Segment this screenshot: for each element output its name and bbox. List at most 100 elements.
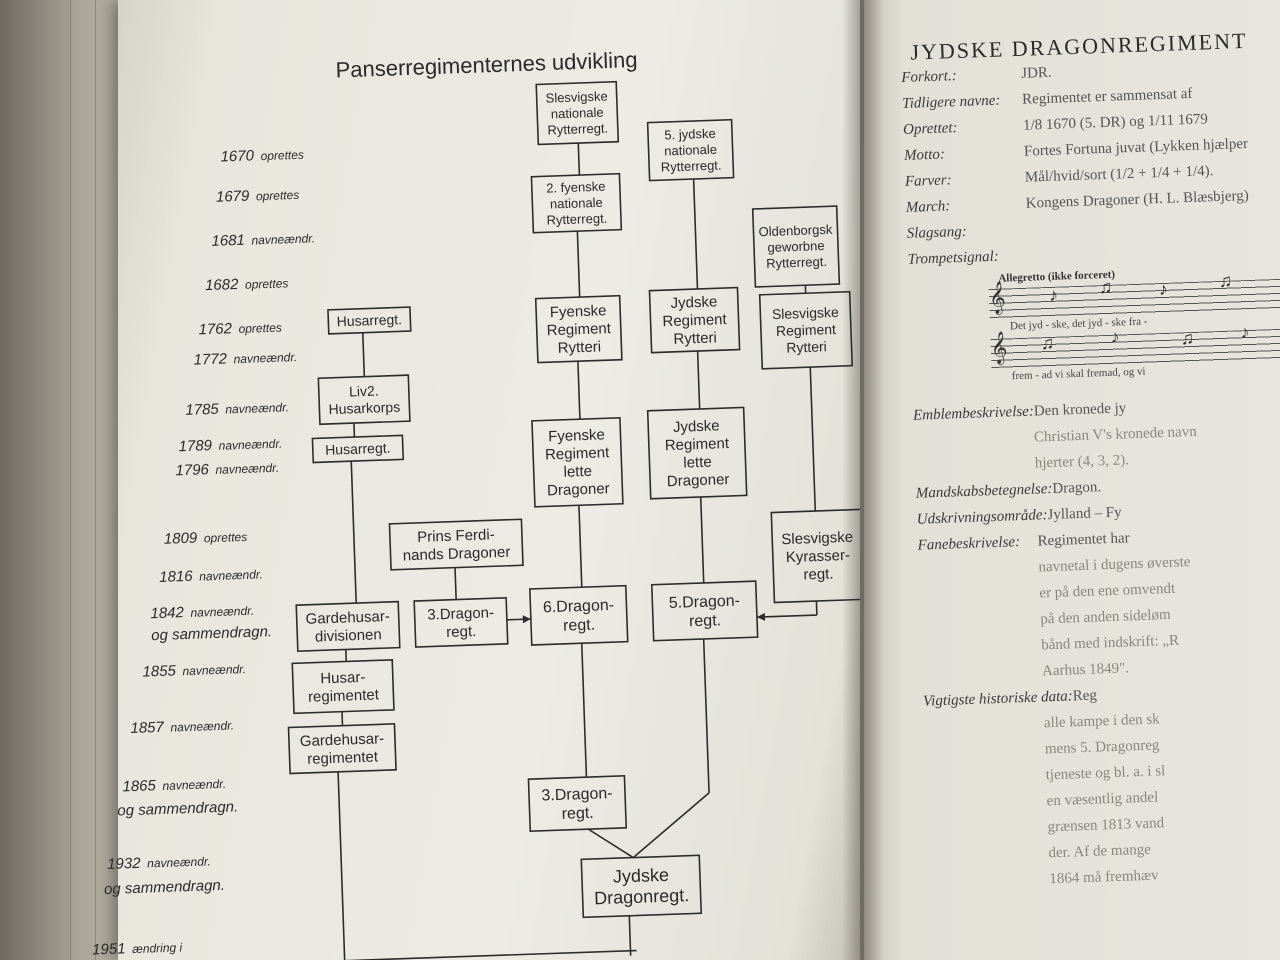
timeline-year: 1762 (198, 320, 233, 338)
regiment-box-label: Fyenske (548, 426, 605, 445)
regiment-box-label: nationale (551, 105, 604, 122)
regiment-box-frame (751, 205, 841, 288)
regiment-box-label: regt. (446, 623, 477, 641)
music-note-icon: ♫ (1180, 327, 1195, 349)
music-staff-2 (990, 328, 1280, 370)
treble-clef-icon: 𝄞 (990, 332, 1008, 365)
timeline-event: navneændr. (170, 718, 234, 734)
entry-value: er på den ene omvendt (1039, 580, 1176, 602)
entry-label (928, 843, 1049, 867)
regiment-box-frame (646, 118, 735, 182)
regiment-box-frame (535, 80, 620, 146)
regiment-box-dragon-5: 5.Dragon-regt. (650, 580, 759, 642)
music-note-icon: ♫ (1218, 270, 1233, 292)
right-book-page (864, 0, 1280, 960)
timeline-year: 1679 (216, 188, 251, 206)
entry-label (920, 609, 1041, 633)
timeline-entry: 1857 navneændr. (130, 718, 234, 737)
entry-value: Dragon. (1052, 479, 1102, 497)
entry-label: March: (905, 198, 951, 216)
regiment-box-label: Regiment (665, 435, 731, 454)
regiment-box-label: Regiment (662, 311, 728, 330)
entry-label: Udskrivningsområde: (916, 507, 1048, 528)
regiment-box-prins-ferdinand: Prins Ferdi-nands Dragoner (388, 518, 524, 571)
timeline-event: navneændr. (162, 777, 226, 793)
timeline-event: og sammendragn. (104, 877, 225, 898)
entry-label (925, 765, 1046, 789)
entry-value: en væsentlig andel (1046, 789, 1159, 810)
regiment-box-label: Oldenborgsk (758, 222, 833, 240)
music-lyrics-1: Det jyd - ske, det jyd - ske fra - (1009, 315, 1148, 333)
regiment-box-label: 5.Dragon- (669, 593, 741, 612)
regiment-box-label: Slesvigske (772, 304, 840, 322)
entry-value: bånd med indskrift: „R (1040, 632, 1180, 654)
entry-label: Tidligere navne: (901, 92, 1001, 112)
regiment-box-label: Slesvigske (545, 88, 608, 105)
connector-lines (286, 143, 818, 960)
regiment-box-label: Rytterregt. (766, 254, 827, 271)
regiment-box-label: regt. (689, 612, 722, 630)
music-staff-1 (988, 278, 1280, 320)
entry-label (924, 713, 1045, 737)
regiment-box-label: lette (683, 454, 712, 472)
entry-value: Aarhus 1849". (1041, 660, 1130, 680)
regiment-box-label: Dragoner (547, 480, 610, 499)
regiment-box-label: 3.Dragon- (541, 785, 613, 804)
regiment-box-label: divisionen (315, 626, 382, 645)
entry-value: Reg (1072, 687, 1098, 705)
timeline-event: navneændr. (225, 400, 289, 416)
timeline-year: 1809 (164, 530, 199, 548)
timeline-event: oprettes (245, 276, 289, 292)
entry-label (921, 635, 1042, 659)
timeline-event: navneændr. (199, 567, 263, 583)
regiment-box-gardehusar-div: Gardehusar-divisionen (295, 600, 401, 652)
timeline-year: 1857 (130, 719, 165, 737)
regiment-box-label: regimentet (307, 748, 379, 767)
regiment-box-label: 6.Dragon- (543, 597, 615, 616)
treble-clef-icon: 𝄞 (988, 282, 1007, 315)
music-note-icon: ♫ (1040, 332, 1055, 354)
entry-value: mens 5. Dragonreg (1044, 737, 1160, 758)
entry-label: Slagsang: (906, 223, 968, 242)
regiment-box-label: Prins Ferdi- (417, 526, 495, 546)
timeline-year: 1785 (185, 401, 220, 419)
entry-label (927, 817, 1048, 841)
regiment-box-label: 5. jydske (664, 126, 716, 143)
regiment-box-label: regt. (803, 565, 834, 583)
regiment-box-label: nationale (550, 195, 603, 212)
timeline-year: 1796 (175, 461, 210, 479)
entry-label: Motto: (903, 146, 946, 164)
entry-value: grænsen 1813 vand (1047, 815, 1165, 836)
timeline-year: 1772 (193, 350, 228, 368)
music-note-icon: ♪ (1158, 278, 1169, 300)
entry-label (926, 791, 1047, 815)
music-note-icon: ♪ (1048, 284, 1059, 305)
regiment-box-label: Dragoner (667, 471, 730, 490)
regiment-box-dragon-6: 6.Dragon-regt. (528, 584, 629, 646)
right-page-text: JYDSKE DRAGONREGIMENT Forkort.:JDR.Tidli… (900, 27, 1280, 900)
regiment-box-frame (317, 374, 411, 426)
regiment-box-label: Regiment (545, 444, 611, 463)
entry-value: Jylland – Fy (1047, 504, 1122, 524)
regiment-box-dragon-3: 3.Dragon-regt. (413, 597, 509, 648)
timeline-event: og sammendragn. (151, 623, 272, 644)
music-note-icon: ♫ (1098, 276, 1113, 298)
regiment-box-label: Rytterregt. (661, 158, 722, 175)
regiment-box-husarregt-1789: Husarregt. (311, 434, 405, 464)
timeline-year: 1681 (211, 232, 245, 250)
regiment-box-label: lette (563, 463, 592, 481)
entry-value: der. Af de mange (1048, 841, 1152, 862)
regiment-box-frame (648, 286, 741, 354)
